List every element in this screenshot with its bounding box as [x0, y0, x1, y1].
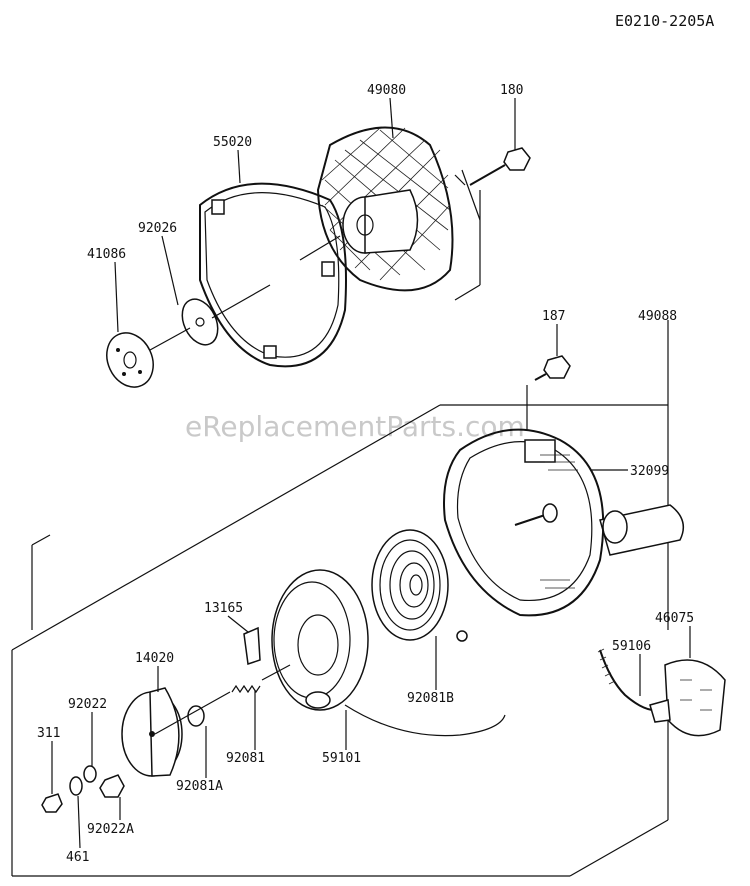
label-13165-text: 13165 — [204, 601, 243, 616]
label-311-text: 311 — [37, 726, 60, 741]
part-32099-housing — [443, 428, 685, 617]
part-92081a — [187, 705, 205, 727]
label-46075: 46075 — [655, 611, 694, 658]
part-180-bolt — [469, 147, 531, 186]
label-14020-text: 14020 — [135, 651, 174, 666]
part-92022-washer — [83, 765, 97, 783]
label-92022a-text: 92022A — [87, 822, 134, 837]
part-461-clip — [69, 776, 83, 796]
part-92022a-nut — [99, 774, 125, 798]
label-92022-text: 92022 — [68, 697, 107, 712]
label-187-text: 187 — [542, 309, 565, 324]
label-92081a-text: 92081A — [176, 779, 223, 794]
label-49080: 49080 — [367, 83, 406, 139]
part-49080-fan-cover — [316, 126, 454, 292]
part-187-bolt — [526, 355, 571, 430]
label-55020-text: 55020 — [213, 135, 252, 150]
part-92081b-spring — [371, 529, 468, 642]
label-92022A: 92022A — [87, 797, 134, 837]
label-92022: 92022 — [68, 697, 107, 766]
label-92081B: 92081B — [407, 636, 454, 706]
label-49088: 49088 — [638, 309, 677, 324]
label-187: 187 — [542, 309, 565, 356]
label-59101-text: 59101 — [322, 751, 361, 766]
part-59101-reel — [271, 569, 506, 737]
label-92081: 92081 — [226, 690, 265, 766]
diagram-code: E0210-2205A — [615, 12, 714, 30]
label-92081b-text: 92081B — [407, 691, 454, 706]
label-55020: 55020 — [213, 135, 252, 184]
part-59106-rope — [597, 648, 653, 711]
part-41086-plate — [106, 332, 154, 388]
part-92026-plate — [181, 298, 219, 346]
label-92026-text: 92026 — [138, 221, 177, 236]
label-92026: 92026 — [138, 221, 179, 306]
label-49080-text: 49080 — [367, 83, 406, 98]
label-32099: 32099 — [590, 464, 669, 479]
label-59101: 59101 — [322, 710, 361, 766]
label-92081A: 92081A — [176, 726, 223, 794]
label-32099-text: 32099 — [630, 464, 669, 479]
label-59106-text: 59106 — [612, 639, 651, 654]
label-13165: 13165 — [204, 601, 249, 633]
label-59106: 59106 — [612, 639, 651, 696]
label-14020: 14020 — [135, 651, 174, 692]
label-311: 311 — [37, 726, 60, 794]
label-41086: 41086 — [87, 247, 126, 333]
label-46075-text: 46075 — [655, 611, 694, 626]
label-180: 180 — [500, 83, 523, 150]
part-311-nut — [41, 793, 63, 813]
label-461-text: 461 — [66, 850, 89, 865]
label-180-text: 180 — [500, 83, 523, 98]
label-41086-text: 41086 — [87, 247, 126, 262]
label-92081-text: 92081 — [226, 751, 265, 766]
part-14020-ratchet — [121, 687, 183, 777]
watermark: eReplacementParts.com — [185, 410, 525, 443]
part-55020-ring — [199, 182, 347, 368]
label-49088-text: 49088 — [638, 309, 677, 324]
label-461: 461 — [66, 795, 89, 865]
part-46075-handle — [649, 659, 726, 737]
part-13165-pawl — [243, 626, 261, 665]
